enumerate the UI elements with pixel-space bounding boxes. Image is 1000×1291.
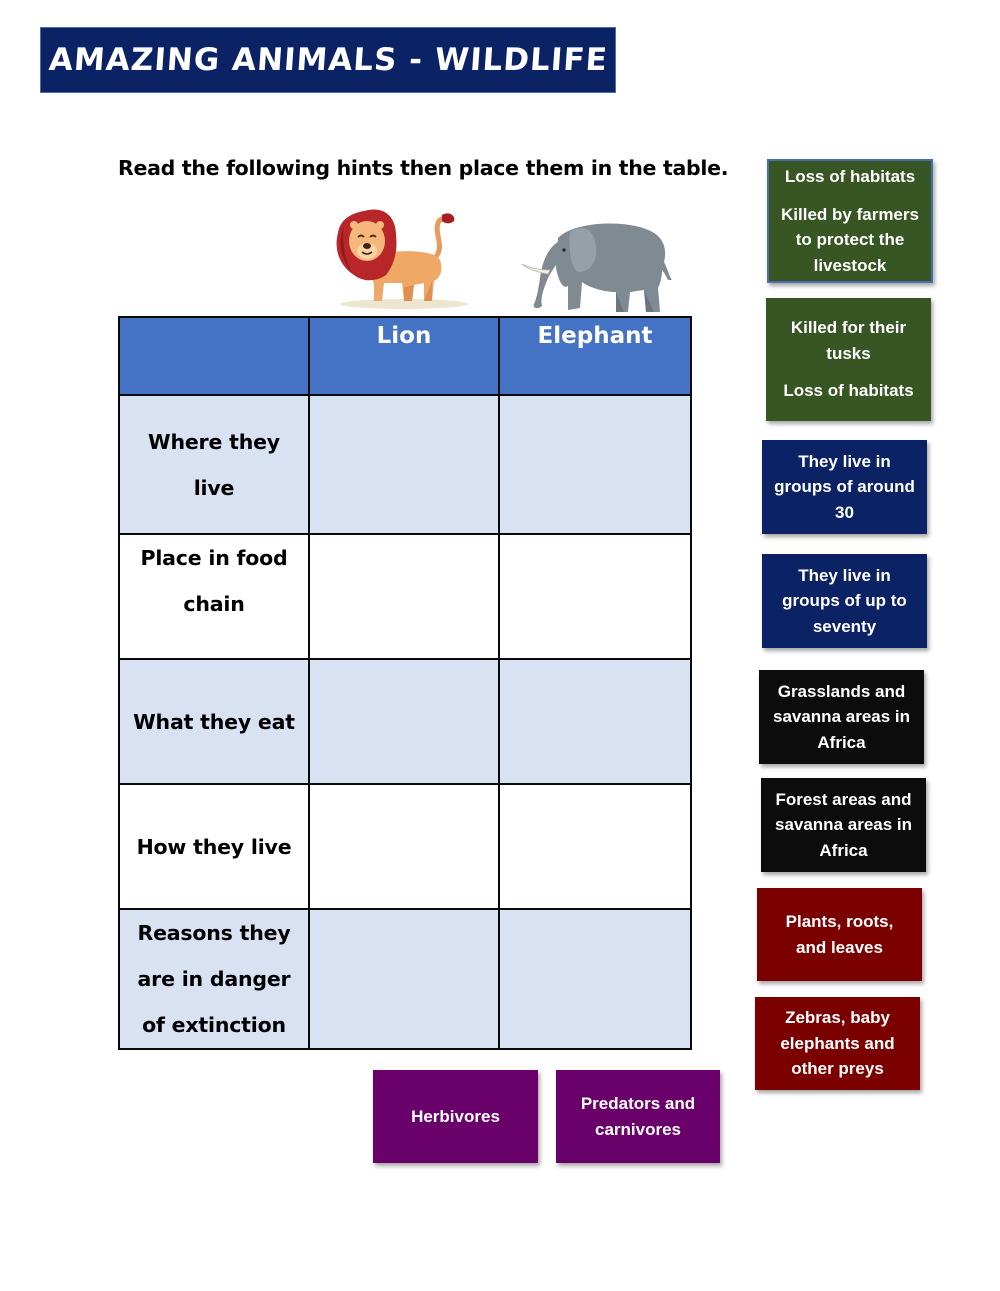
card-text: Predators and [580, 1094, 696, 1113]
card-text: They live in [798, 451, 891, 471]
card-elephant-danger[interactable]: Killed for their tusks Loss of habitats [766, 298, 931, 421]
card-text: to protect the [795, 230, 905, 249]
card-text: groups of around [774, 477, 915, 497]
lion-icon [336, 209, 468, 309]
card-zebras[interactable]: Zebras, baby elephants and other preys [755, 997, 920, 1090]
row-label-line: are in danger [137, 967, 291, 991]
card-text: carnivores [595, 1119, 681, 1139]
table-row-extinction: Reasons they are in danger of extinction [118, 908, 692, 1050]
drop-cell-lion-extinction[interactable] [308, 908, 500, 1050]
instruction-text: Read the following hints then place them… [118, 156, 729, 180]
card-text: 30 [835, 502, 854, 522]
drop-cell-lion-how-live[interactable] [308, 783, 500, 910]
card-forest[interactable]: Forest areas and savanna areas in Africa [761, 778, 926, 872]
row-label-line: How they live [136, 834, 292, 859]
card-text: Loss of habitats [783, 381, 914, 401]
row-label-food-chain: Place in food chain [118, 533, 310, 660]
card-text: Herbivores [411, 1106, 500, 1126]
page-title: AMAZING ANIMALS - WILDLIFE [47, 42, 609, 78]
card-lion-danger[interactable]: Loss of habitats Killed by farmers to pr… [767, 159, 933, 283]
card-text: other preys [791, 1059, 884, 1079]
row-label-line: live [193, 475, 235, 500]
card-text: groups of up to [782, 591, 907, 611]
table-header-corner [118, 316, 310, 396]
card-text: savanna areas in [772, 707, 911, 727]
card-text: Zebras, baby [785, 1008, 890, 1028]
card-text: Forest areas and [775, 789, 912, 809]
table-row-what-they-eat: What they eat [118, 658, 692, 785]
row-label-line: of extinction [142, 1013, 286, 1037]
card-predators[interactable]: Predators and carnivores [556, 1070, 720, 1163]
card-text: Grasslands and [777, 681, 906, 701]
card-text: Plants, roots, [785, 912, 894, 931]
row-label-where-they-live: Where they live [118, 394, 310, 535]
row-label-extinction: Reasons they are in danger of extinction [118, 908, 310, 1050]
card-herbivores[interactable]: Herbivores [373, 1070, 538, 1163]
drop-cell-elephant-food-chain[interactable] [498, 533, 692, 660]
card-text: savanna areas in [774, 815, 913, 835]
row-label-line: Place in food [140, 546, 288, 570]
card-text: They live in [798, 565, 891, 585]
card-text: Africa [819, 840, 868, 860]
drop-cell-lion-eat[interactable] [308, 658, 500, 785]
card-text: Loss of habitats [784, 167, 916, 186]
row-label-how-they-live: How they live [118, 783, 310, 910]
card-text: elephants and [780, 1033, 895, 1053]
row-label-line: chain [183, 592, 245, 616]
card-grasslands[interactable]: Grasslands and savanna areas in Africa [759, 670, 924, 764]
drop-cell-elephant-how-live[interactable] [498, 783, 692, 910]
card-text: Killed by farmers [781, 204, 919, 224]
sorting-table: Lion Elephant Where they live Place in f… [118, 316, 692, 1050]
card-groups-seventy[interactable]: They live in groups of up to seventy [762, 554, 927, 648]
row-label-line: Where they [148, 429, 280, 454]
card-plants[interactable]: Plants, roots, and leaves [757, 888, 922, 981]
row-label-what-they-eat: What they eat [118, 658, 310, 785]
table-header-elephant: Elephant [498, 316, 692, 396]
table-row-where-they-live: Where they live [118, 394, 692, 535]
row-label-line: What they eat [133, 709, 295, 734]
card-text: livestock [813, 255, 887, 275]
card-text: and leaves [796, 937, 883, 957]
row-label-line: Reasons they [137, 921, 291, 945]
drop-cell-lion-food-chain[interactable] [308, 533, 500, 660]
drop-cell-elephant-where[interactable] [498, 394, 692, 535]
table-row-food-chain: Place in food chain [118, 533, 692, 660]
drop-cell-elephant-eat[interactable] [498, 658, 692, 785]
title-banner: AMAZING ANIMALS - WILDLIFE [40, 27, 616, 93]
drop-cell-lion-where[interactable] [308, 394, 500, 535]
card-text: seventy [812, 616, 877, 636]
table-header-lion: Lion [308, 316, 500, 396]
card-text: Killed for their [790, 318, 907, 338]
card-text: tusks [826, 343, 871, 363]
elephant-icon [521, 223, 672, 312]
drop-cell-elephant-extinction[interactable] [498, 908, 692, 1050]
table-row-how-they-live: How they live [118, 783, 692, 910]
card-text: Africa [817, 732, 866, 752]
card-groups-30[interactable]: They live in groups of around 30 [762, 440, 927, 534]
table-header-row: Lion Elephant [118, 316, 692, 396]
